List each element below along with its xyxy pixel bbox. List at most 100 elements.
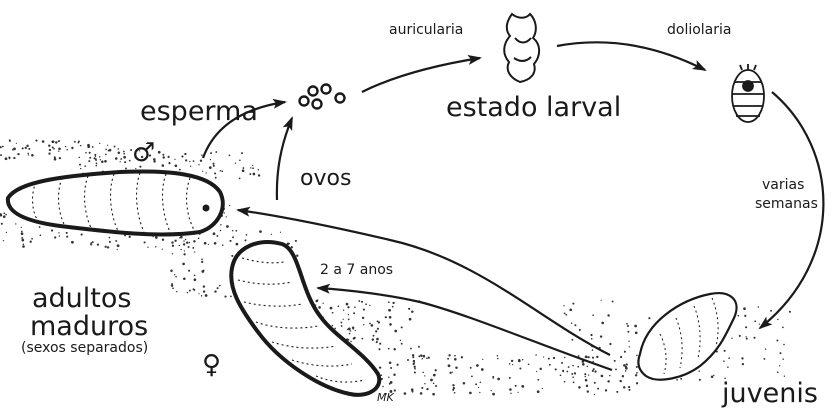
sediment-dot (400, 340, 401, 341)
sediment-dot (162, 249, 163, 250)
sediment-dot (347, 329, 348, 330)
doliolaria-larva-icon (732, 64, 764, 122)
sediment-dot (572, 303, 574, 305)
sediment-dot (21, 227, 22, 228)
sediment-dot (635, 331, 638, 334)
sediment-dot (214, 242, 217, 245)
sediment-dot (25, 147, 27, 149)
sediment-dot (118, 148, 120, 150)
sediment-dot (521, 385, 524, 388)
sediment-dot (198, 237, 200, 239)
sediment-dot (620, 380, 622, 382)
sediment-dot (12, 149, 14, 151)
sediment-dot (625, 370, 627, 372)
sediment-dot (346, 303, 349, 306)
sediment-dot (215, 177, 217, 179)
sediment-dot (125, 168, 127, 170)
sediment-dot (343, 319, 344, 320)
sediment-dot (280, 232, 281, 233)
sediment-dot (448, 364, 451, 367)
sediment-dot (753, 337, 755, 339)
sediment-dot (104, 160, 107, 163)
sediment-dot (607, 314, 609, 316)
sediment-dot (758, 306, 759, 307)
sediment-dot (230, 296, 232, 298)
sediment-dot (627, 331, 629, 333)
sediment-dot (564, 357, 565, 358)
sediment-dot (226, 216, 227, 217)
sediment-dot (388, 348, 390, 350)
sediment-dot (161, 164, 164, 167)
sediment-dot (183, 253, 185, 255)
sediment-dot (423, 355, 426, 358)
sediment-dot (607, 380, 609, 382)
sediment-dot (600, 335, 602, 337)
sediment-dot (220, 224, 221, 225)
sediment-dot (212, 163, 214, 165)
sediment-dot (30, 241, 32, 243)
sediment-dot (239, 160, 241, 162)
sediment-dot (188, 246, 190, 248)
sediment-dot (389, 361, 392, 364)
sediment-dot (447, 358, 449, 360)
sediment-dot (54, 236, 56, 238)
sediment-dot (731, 338, 732, 339)
sediment-dot (609, 343, 611, 345)
sediment-dot (242, 169, 245, 172)
sediment-dot (627, 325, 629, 327)
sediment-dot (172, 245, 174, 247)
sediment-dot (232, 230, 233, 231)
sediment-dot (542, 388, 543, 389)
sediment-dot (71, 241, 74, 244)
sediment-dot (26, 145, 28, 147)
sediment-dot (358, 300, 360, 302)
sediment-dot (229, 155, 231, 157)
sediment-dot (174, 159, 175, 160)
juvenile-cucumber-icon (638, 293, 736, 380)
sediment-dot (430, 379, 433, 382)
sediment-dot (601, 300, 602, 301)
sediment-dot (123, 156, 126, 159)
sediment-dot (745, 336, 746, 337)
sediment-dot (39, 234, 41, 236)
sediment-dot (476, 364, 479, 367)
sediment-dot (0, 214, 2, 217)
sediment-dot (174, 274, 175, 275)
sediment-dot (22, 147, 24, 149)
sediment-dot (593, 368, 595, 370)
sediment-dot (623, 364, 626, 367)
sediment-dot (713, 375, 714, 376)
sediment-dot (229, 240, 231, 242)
sediment-dot (350, 330, 352, 332)
sediment-dot (214, 173, 216, 175)
arrow-auricularia-to-doliolaria (557, 42, 705, 70)
sediment-dot (58, 148, 61, 151)
sediment-dot (220, 170, 222, 172)
sediment-dot (582, 363, 585, 366)
sediment-dot (95, 158, 97, 160)
sediment-dot (155, 246, 157, 248)
sediment-dot (117, 244, 120, 247)
sediment-dot (553, 357, 555, 359)
sediment-dot (105, 149, 107, 151)
sediment-dot (615, 369, 617, 371)
sediment-dot (95, 156, 96, 157)
sediment-dot (174, 240, 176, 242)
sediment-dot (99, 156, 100, 157)
sediment-dot (23, 244, 25, 246)
sediment-dot (354, 306, 356, 308)
sediment-dot (271, 234, 272, 235)
sediment-dot (625, 367, 628, 370)
sediment-dot (1, 223, 3, 225)
sediment-dot (49, 149, 51, 151)
sediment-dot (94, 154, 96, 156)
sediment-dot (779, 365, 780, 366)
sediment-dot (497, 355, 499, 357)
sediment-dot (571, 339, 573, 341)
sediment-dot (414, 368, 416, 370)
sediment-dot (87, 145, 90, 148)
sediment-dot (0, 146, 2, 148)
sediment-dot (382, 386, 384, 388)
sediment-dot (605, 389, 607, 391)
sediment-dot (783, 344, 785, 346)
